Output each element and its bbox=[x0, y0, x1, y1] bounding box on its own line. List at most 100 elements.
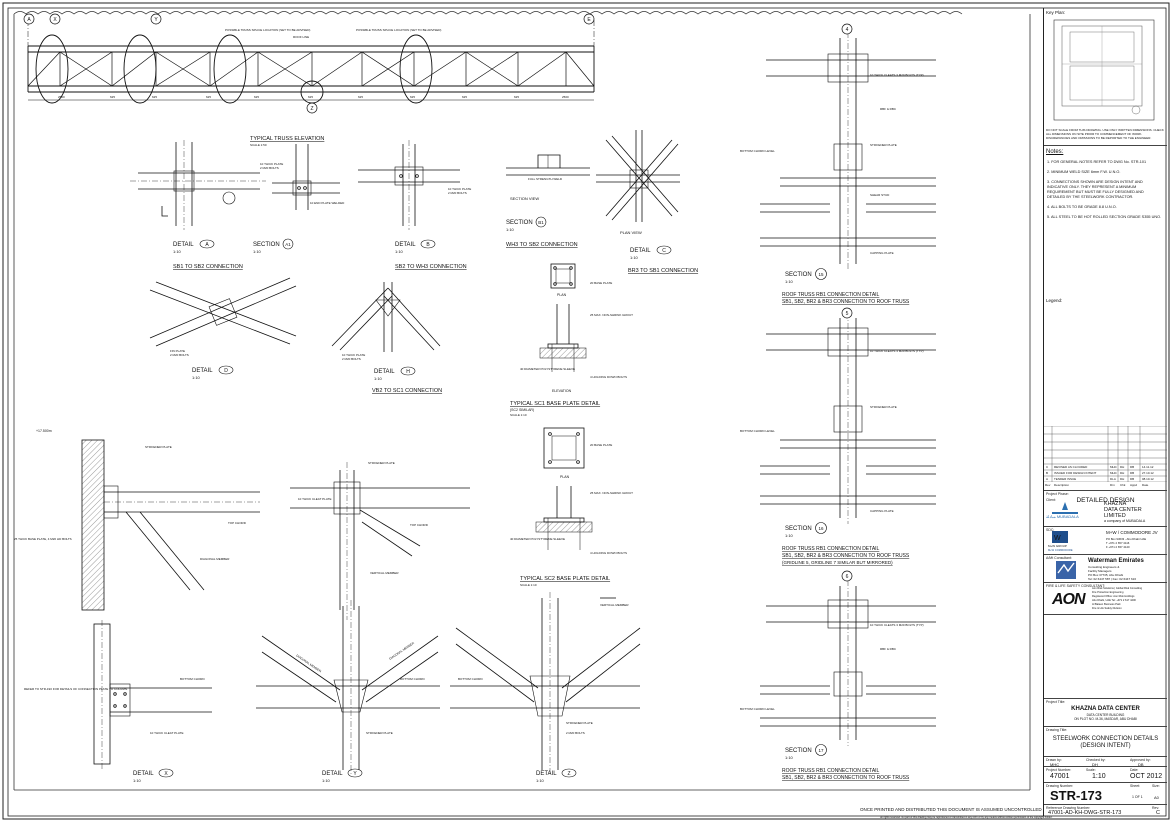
roof-section-15-drawing bbox=[760, 32, 936, 270]
sc2-plan-drawing bbox=[543, 427, 585, 469]
mubadala-logo-icon bbox=[1052, 502, 1078, 514]
col-callout-stiffener: STIFFENER PLATE bbox=[145, 445, 172, 449]
detail-h-drawing bbox=[331, 282, 441, 352]
svg-text:625: 625 bbox=[358, 95, 363, 99]
section-b1-drawing bbox=[506, 154, 590, 176]
col-callout-diagonal: DIAGONAL MEMBER bbox=[200, 557, 230, 561]
sc1-elevation-label: ELEVATION bbox=[552, 389, 572, 393]
typical-truss-scale: SCALE 1:50 bbox=[250, 143, 267, 147]
revision-cloud bbox=[13, 11, 1031, 791]
detail-c-drawing bbox=[596, 130, 680, 222]
junction-callout-vertical: VERTICAL MEMBER bbox=[370, 571, 399, 575]
detail-x-callout-refer: REFER TO STR-190 FOR DETAILS OF CONNECTI… bbox=[24, 687, 128, 691]
key-plan-drawing bbox=[1053, 19, 1155, 121]
detail-h-label: DETAIL H 1:10 VB2 TO SC1 CONNECTION bbox=[372, 366, 442, 394]
svg-text:1:10: 1:10 bbox=[395, 249, 404, 254]
detail-a-label: DETAIL A 1:10 SB1 TO SB2 CONNECTION bbox=[173, 239, 243, 270]
svg-text:ROOF TRUSS RB1 CONNECTION DETA: ROOF TRUSS RB1 CONNECTION DETAIL bbox=[782, 292, 880, 298]
svg-text:SB1 TO SB2 CONNECTION: SB1 TO SB2 CONNECTION bbox=[173, 264, 243, 270]
sc1-elevation-drawing bbox=[539, 304, 587, 372]
project-phase-value: DETAILED DESIGN bbox=[1076, 497, 1135, 504]
roof-15-callout-cleats: 10 THICK CLEATS 3 M20 BOLTS (TYP) bbox=[870, 73, 924, 77]
svg-text:625: 625 bbox=[308, 95, 313, 99]
checked-by-value: DH bbox=[1092, 762, 1098, 767]
svg-text:VB2 TO SC1 CONNECTION: VB2 TO SC1 CONNECTION bbox=[372, 388, 442, 394]
roof-section-17-drawing bbox=[760, 580, 936, 746]
fire-consultant-section: FIRE & LIFE SAFETY CONSULTANT: AON Aon R… bbox=[1044, 582, 1167, 614]
svg-text:625: 625 bbox=[410, 95, 415, 99]
col-callout-top-chord: TOP CHORD bbox=[228, 521, 247, 525]
approved-by-value: DB bbox=[1138, 762, 1144, 767]
detail-a-callout-bolts: 2 M20 BOLTS bbox=[260, 166, 279, 170]
client-line3: LIMITED bbox=[1104, 513, 1126, 519]
truss-splice-note-left: POSSIBLE TRUSS SPLICE LOCATION (SET TO B… bbox=[225, 28, 310, 32]
revision-row-c: C REVISED AS CLOUDED MHC DH DB 14.11.12 bbox=[1046, 465, 1154, 469]
aon-line-5: Al Bateen Business Park bbox=[1092, 603, 1121, 606]
reference-row: Reference Drawing Number: 47001-AD-KH-DW… bbox=[1044, 804, 1167, 816]
mw-addr-1: PO Box 93633 - Abu Dhabi UAE bbox=[1106, 537, 1147, 541]
client-sub: a company of MUBADALA bbox=[1104, 519, 1146, 523]
detail-a-section-marker bbox=[161, 206, 168, 217]
svg-text:H: H bbox=[406, 369, 410, 375]
svg-text:ROOF TRUSS RB1 CONNECTION DETA: ROOF TRUSS RB1 CONNECTION DETAIL bbox=[782, 768, 880, 774]
svg-text:A: A bbox=[205, 242, 209, 248]
note-1: 1. FOR GENERAL NOTES REFER TO DWG No. ST… bbox=[1047, 160, 1147, 164]
detail-d-callout-bolts: 2 M20 BOLTS bbox=[170, 353, 189, 357]
drawing-title-1: STEELWORK CONNECTION DETAILS bbox=[1052, 736, 1159, 742]
blank-section bbox=[1044, 614, 1167, 700]
detail-y-drawing bbox=[256, 600, 440, 776]
mw-addr-2: T +971 2 657 4116 bbox=[1106, 541, 1130, 545]
svg-text:SECTION: SECTION bbox=[253, 242, 280, 248]
sc2-callout-nonshrink: 25 MAX. NON-SHRINK GROUT bbox=[590, 491, 633, 495]
detail-d-drawing bbox=[149, 277, 297, 347]
svg-text:17: 17 bbox=[818, 748, 824, 753]
detail-a-callout-end-plate: 10 END PLATE WELDED bbox=[310, 201, 345, 205]
drawing-title-section: Drawing Title: STEELWORK CONNECTION DETA… bbox=[1044, 726, 1167, 756]
svg-text:SECTION: SECTION bbox=[506, 220, 533, 226]
section-a1-drawing bbox=[222, 144, 340, 210]
svg-text:DETAIL: DETAIL bbox=[630, 248, 651, 254]
svg-text:SCALE 1:10: SCALE 1:10 bbox=[520, 583, 537, 587]
detail-c-label: DETAIL C 1:10 BR3 TO SB1 CONNECTION bbox=[628, 245, 698, 274]
roof-section-16-label: SECTION 16 1:10 ROOF TRUSS RB1 CONNECTIO… bbox=[782, 522, 910, 565]
svg-text:2500: 2500 bbox=[562, 95, 569, 99]
svg-text:TYPICAL SC2 BASE PLATE DETAIL: TYPICAL SC2 BASE PLATE DETAIL bbox=[520, 576, 610, 582]
svg-text:A1: A1 bbox=[285, 242, 291, 247]
svg-text:WH3 TO SB2 CONNECTION: WH3 TO SB2 CONNECTION bbox=[506, 242, 578, 248]
svg-text:1:10: 1:10 bbox=[253, 249, 262, 254]
roof-15-callout-level: BOTTOM CHORD LEVEL bbox=[740, 149, 775, 153]
svg-text:625: 625 bbox=[110, 95, 115, 99]
svg-text:1:10: 1:10 bbox=[785, 755, 794, 760]
title-block: Key Plan: DO NOT SCALE FROM THIS DRAWING… bbox=[1043, 8, 1167, 816]
detail-z-callout-bolts: 2 M20 BOLTS bbox=[566, 731, 585, 735]
svg-text:DETAIL: DETAIL bbox=[173, 242, 194, 248]
sdc-label: SDC: bbox=[1046, 528, 1055, 532]
note-3: 3. CONNECTIONS SHOWN ARE DESIGN INTENT A… bbox=[1047, 180, 1144, 199]
grid-bubble-e: E bbox=[587, 17, 591, 23]
project-title-label: Project Title: bbox=[1046, 700, 1066, 704]
drawn-by-value: MHC bbox=[1050, 762, 1060, 767]
detail-x-callout-bottom-chord: BOTTOM CHORD bbox=[180, 677, 205, 681]
svg-text:B: B bbox=[426, 242, 430, 248]
svg-text:16: 16 bbox=[818, 526, 824, 531]
waterman-line-1: Consulting Engineers & bbox=[1088, 565, 1120, 569]
rev-value: C bbox=[1156, 810, 1160, 816]
svg-text:(GRIDLINE 5, GRIDLINE 7 SIMILA: (GRIDLINE 5, GRIDLINE 7 SIMILAR BUT MIRR… bbox=[782, 560, 893, 565]
svg-text:1:10: 1:10 bbox=[374, 376, 383, 381]
truss-splice-note-right: POSSIBLE TRUSS SPLICE LOCATION (SET TO B… bbox=[356, 28, 441, 32]
waterman-name: Waterman Emirates bbox=[1088, 558, 1144, 564]
roof-15-callout-cap: CAPPING PLATE bbox=[870, 251, 894, 255]
roof-16-callout-level: BOTTOM CHORD LEVEL bbox=[740, 429, 775, 433]
checked-by-label: Checked by: bbox=[1086, 758, 1106, 762]
consultant-label: A/Mt Consultant: bbox=[1046, 556, 1072, 560]
size-value: A0 bbox=[1154, 795, 1159, 800]
svg-text:D: D bbox=[224, 368, 228, 374]
column-beam-detail-drawing bbox=[81, 439, 260, 611]
project-phase-section: Project Phase: DETAILED DESIGN bbox=[1044, 490, 1167, 516]
detail-y-callout-stiffener: STIFFENER PLATE bbox=[366, 731, 393, 735]
roof-16-callout-cleats: 10 THICK CLEATS 3 M20 BOLTS (TYP) bbox=[870, 349, 924, 353]
